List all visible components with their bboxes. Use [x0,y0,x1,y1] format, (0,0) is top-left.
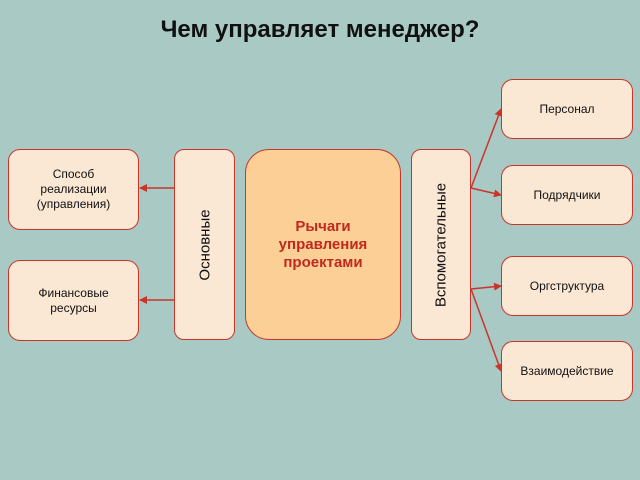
finance-label: Финансовые ресурсы [38,285,109,315]
method-box: Способ реализации (управления) [8,149,139,230]
interaction-label: Взаимодействие [520,363,614,378]
arrow-to-interaction [470,288,503,372]
arrow-to-personnel [470,108,503,189]
arrow-to-orgstructure [470,282,502,291]
secondary-group-label: Вспомогательные [432,182,450,307]
contractors-box: Подрядчики [501,165,633,225]
finance-box: Финансовые ресурсы [8,260,139,341]
center-label: Рычаги управления проектами [278,217,368,271]
page-title: Чем управляет менеджер? [160,16,480,43]
orgstructure-label: Оргструктура [529,278,605,293]
contractors-label: Подрядчики [533,187,601,202]
primary-group-label: Основные [196,208,213,281]
secondary-group-box: Вспомогательные [411,149,471,340]
arrow-to-contractors [470,187,502,198]
interaction-box: Взаимодействие [501,341,633,401]
orgstructure-box: Оргструктура [501,256,633,316]
personnel-label: Персонал [539,101,595,116]
personnel-box: Персонал [501,79,633,139]
center-box: Рычаги управления проектами [245,149,401,340]
method-label: Способ реализации (управления) [36,167,111,211]
primary-group-box: Основные [174,149,235,340]
